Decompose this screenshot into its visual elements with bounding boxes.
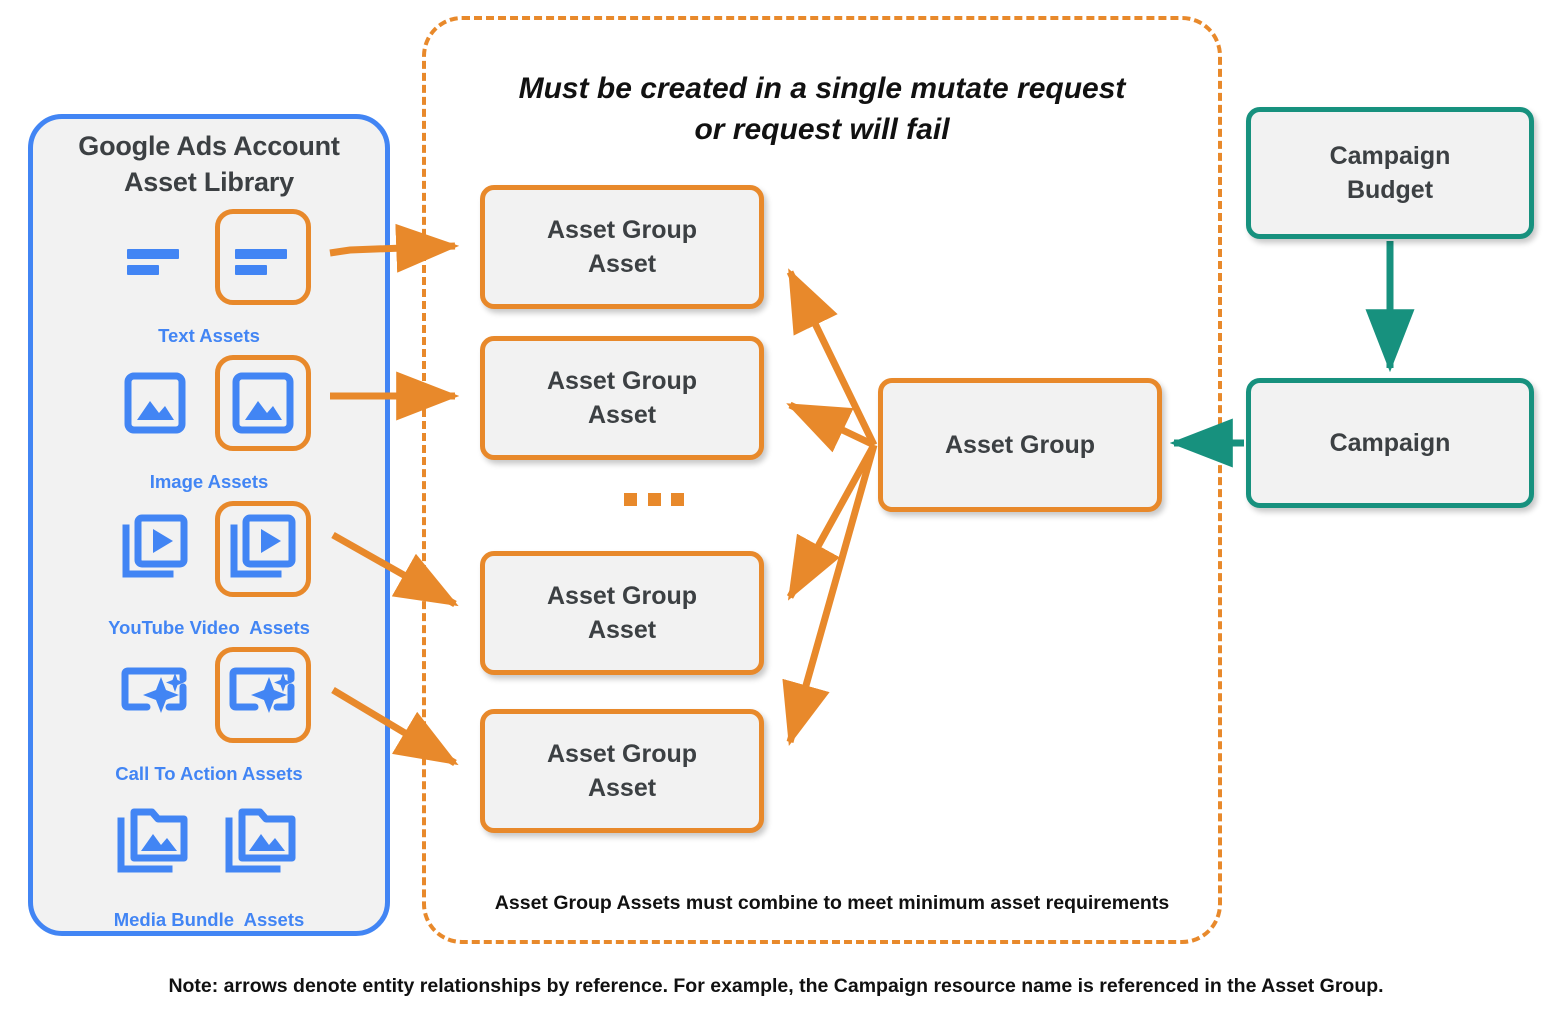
image-asset-icon-plain: [107, 355, 203, 451]
asset-row-video-caption: YouTube Video Assets: [108, 617, 310, 638]
campaign-budget-node[interactable]: Campaign Budget: [1246, 107, 1534, 239]
campaign-node-label: Campaign: [1329, 429, 1451, 457]
mutate-request-header-line1: Must be created in a single mutate reque…: [518, 72, 1126, 105]
mutate-request-header: Must be created in a single mutate reque…: [456, 68, 1188, 150]
call-to-action-asset-icon-plain: [107, 647, 203, 743]
call-to-action-sparkle-icon: [229, 667, 295, 713]
asset-group-asset-2-line1: Asset Group: [546, 367, 698, 395]
asset-library-panel: Google Ads Account Asset Library: [28, 114, 390, 936]
ellipsis-dot: [647, 492, 661, 506]
asset-library-title-line1: Google Ads Account: [78, 131, 340, 161]
asset-group-asset-2-line2: Asset: [587, 401, 657, 429]
text-lines-icon: [127, 249, 179, 275]
image-icon: [232, 372, 294, 434]
video-asset-icon[interactable]: [215, 501, 311, 597]
ellipsis-indicator: [624, 491, 684, 507]
asset-group-asset-node-2[interactable]: Asset Group Asset: [480, 336, 764, 460]
asset-row-media-bundle-icons: [33, 785, 385, 897]
asset-group-node[interactable]: Asset Group: [878, 378, 1162, 512]
asset-library-title-line2: Asset Library: [124, 166, 294, 197]
footer-note: Note: arrows denote entity relationships…: [168, 975, 1384, 997]
asset-row-image[interactable]: Image Assets: [33, 347, 385, 499]
text-asset-icon[interactable]: [215, 209, 311, 305]
mutate-request-header-line2: or request will fail: [694, 113, 950, 147]
asset-row-cta-caption: Call To Action Assets: [115, 763, 303, 784]
campaign-budget-line1: Campaign: [1329, 142, 1451, 170]
call-to-action-sparkle-icon: [121, 667, 187, 713]
ellipsis-dot: [671, 492, 684, 506]
asset-row-text-caption: Text Assets: [158, 325, 260, 346]
image-asset-icon[interactable]: [215, 355, 311, 451]
asset-group-asset-node-3[interactable]: Asset Group Asset: [480, 551, 764, 675]
asset-row-image-caption: Image Assets: [149, 471, 269, 492]
asset-group-node-label: Asset Group: [944, 431, 1096, 459]
asset-row-video[interactable]: YouTube Video Assets: [33, 493, 385, 645]
call-to-action-asset-icon[interactable]: [215, 647, 311, 743]
asset-row-text-icons: [33, 201, 385, 313]
asset-row-media-bundle-caption: Media Bundle Assets: [113, 909, 305, 930]
minimum-asset-requirements-note: Asset Group Assets must combine to meet …: [494, 892, 1170, 914]
campaign-budget-line2: Budget: [1346, 176, 1434, 204]
video-stack-icon: [122, 514, 188, 578]
media-bundle-folder-icon: [225, 808, 296, 873]
media-bundle-folder-icon: [117, 808, 188, 873]
asset-group-asset-1-line1: Asset Group: [546, 216, 698, 244]
text-lines-icon: [235, 249, 287, 275]
asset-group-asset-node-1[interactable]: Asset Group Asset: [480, 185, 764, 309]
media-bundle-asset-icon[interactable]: [215, 793, 311, 889]
asset-group-asset-3-line2: Asset: [587, 616, 657, 644]
video-asset-icon-plain: [107, 501, 203, 597]
image-icon: [124, 372, 186, 434]
ellipsis-dot: [624, 492, 637, 506]
text-asset-icon-plain: [107, 209, 203, 305]
asset-library-title: Google Ads Account Asset Library: [33, 129, 385, 201]
asset-group-asset-4-line1: Asset Group: [546, 740, 698, 768]
asset-row-cta[interactable]: Call To Action Assets: [33, 639, 385, 791]
asset-group-asset-3-line1: Asset Group: [546, 582, 698, 610]
asset-row-text[interactable]: Text Assets: [33, 201, 385, 353]
asset-row-video-icons: [33, 493, 385, 605]
asset-row-image-icons: [33, 347, 385, 459]
asset-row-cta-icons: [33, 639, 385, 751]
asset-row-media-bundle[interactable]: Media Bundle Assets: [33, 785, 385, 937]
media-bundle-asset-icon-plain: [107, 793, 203, 889]
campaign-node[interactable]: Campaign: [1246, 378, 1534, 508]
asset-group-asset-4-line2: Asset: [587, 774, 657, 802]
asset-group-asset-node-4[interactable]: Asset Group Asset: [480, 709, 764, 833]
asset-group-asset-1-line2: Asset: [587, 250, 657, 278]
video-stack-icon: [230, 514, 296, 578]
